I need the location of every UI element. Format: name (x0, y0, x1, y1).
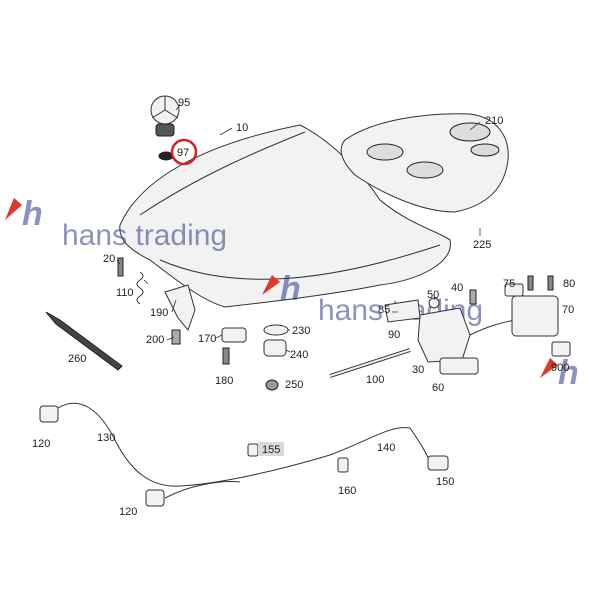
callout-label: 230 (292, 325, 310, 337)
callout-155-box (258, 442, 284, 456)
hood-lock-part (417, 307, 471, 363)
callout-label: 155 (262, 444, 280, 456)
callout-label: 20 (103, 253, 115, 265)
release-module-70-part (511, 295, 559, 337)
callout-label: 150 (436, 476, 454, 488)
callout-label: 60 (432, 382, 444, 394)
callout-label: 110 (116, 287, 134, 299)
callout-label: 85 (378, 304, 390, 316)
callout-label: 170 (198, 333, 216, 345)
connector-900-part (551, 341, 571, 357)
highlight-ring (170, 138, 198, 166)
callout-label: 100 (366, 374, 384, 386)
callout-label: 70 (562, 304, 574, 316)
logo-red-arc-icon (540, 358, 558, 378)
buffer-230-part (263, 324, 289, 336)
callout-label: 140 (377, 442, 395, 454)
callout-label: 260 (68, 353, 86, 365)
callout-label: 190 (150, 307, 168, 319)
latch-85-part (384, 299, 421, 323)
callout-label: 80 (563, 278, 575, 290)
callout-label: 10 (236, 122, 248, 134)
leader-lines (116, 104, 481, 353)
release-arm-part (504, 283, 524, 297)
bolt-50-part (428, 297, 440, 309)
lock-bracket-60-part (439, 357, 479, 375)
release-cable-part (164, 481, 241, 499)
bolt-80-part (547, 275, 554, 291)
callout-label: 900 (551, 362, 569, 374)
callout-label: 75 (503, 278, 515, 290)
insulation-pad (470, 143, 500, 157)
callout-label: 180 (215, 375, 233, 387)
callout-label: 120 (119, 506, 137, 518)
logo-red-arc-icon (5, 198, 22, 220)
svg-text:h: h (280, 270, 301, 308)
emblem-star (151, 96, 179, 119)
insulation-pad (366, 143, 404, 161)
callout-label: 225 (473, 239, 491, 251)
release-cable-part (57, 402, 429, 487)
hood-part (119, 124, 451, 308)
hood-crease (139, 131, 306, 216)
watermark-text: hans trading (62, 219, 227, 252)
callout-label: 240 (290, 349, 308, 361)
bolt-200-part (171, 329, 181, 345)
callout-label: 250 (285, 379, 303, 391)
callout-label: 90 (388, 329, 400, 341)
callout-label-highlighted: 97 (177, 147, 189, 159)
emblem-base-part (155, 123, 175, 137)
callout-label: 160 (338, 485, 356, 497)
clip-170-part (221, 327, 247, 343)
nut-250-part (265, 379, 279, 391)
callout-label: 210 (485, 115, 503, 127)
clip-155-part (247, 443, 259, 457)
cable-end-150-part (427, 455, 449, 471)
bolt-40-part (469, 289, 477, 305)
seal-strip-part (45, 311, 123, 371)
watermark-right: h (540, 354, 579, 392)
spring-110-part (136, 271, 144, 305)
bolt-20-part (117, 257, 124, 277)
callout-label: 130 (97, 432, 115, 444)
callout-label: 95 (178, 97, 190, 109)
release-handle-120-part (145, 489, 165, 507)
callout-label: 40 (451, 282, 463, 294)
insulation-pad (406, 161, 444, 179)
callout-label: 200 (146, 334, 164, 346)
insulation-pad (449, 122, 491, 142)
callout-label: 50 (427, 289, 439, 301)
hinge-part (164, 284, 196, 331)
bolt-75-part (527, 275, 534, 291)
svg-text:h: h (22, 195, 43, 233)
screw-180-part (222, 347, 230, 365)
release-handle-120-part (39, 405, 59, 423)
callout-label: 120 (32, 438, 50, 450)
hood-crease (159, 244, 441, 280)
svg-text:h: h (558, 354, 579, 392)
watermark-upper: h hans trading (5, 195, 227, 252)
logo-red-arc-icon (262, 275, 280, 295)
callout-label: 30 (412, 364, 424, 376)
clip-160-part (337, 457, 349, 473)
gas-strut-rod (329, 349, 411, 377)
buffer-240-part (263, 339, 287, 357)
